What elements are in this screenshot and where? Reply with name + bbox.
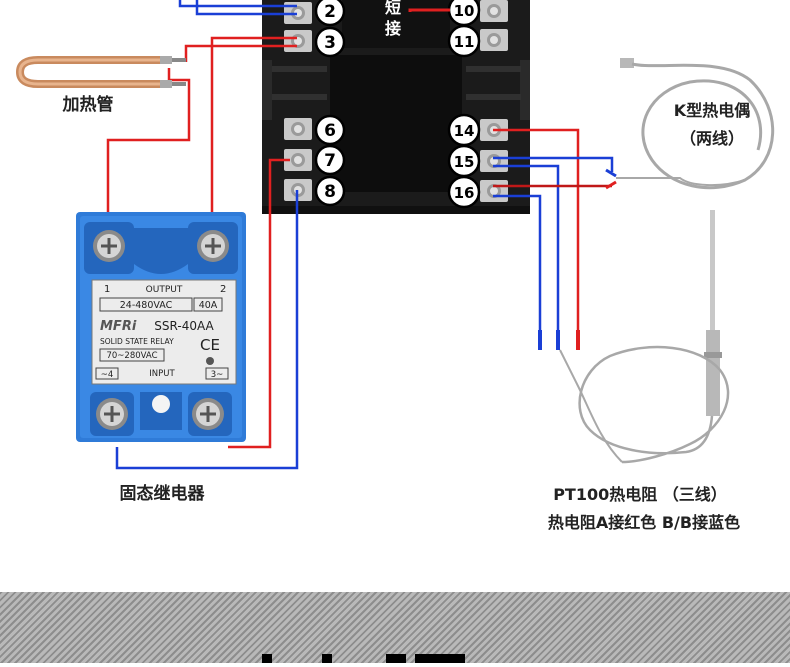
ssr-model: SSR-40AA <box>154 319 214 333</box>
terminal-badges-left: 2 3 6 7 8 <box>314 0 346 207</box>
ssr-led <box>206 357 214 365</box>
ssr-terminal-2: 2 <box>220 284 226 295</box>
bottom-banner <box>0 592 790 663</box>
terminal-6-label: 6 <box>324 121 336 141</box>
ssr-input-label: INPUT <box>149 369 175 379</box>
banner-glyph-fragments <box>262 654 465 663</box>
ssr-voltage-out: 24-480VAC <box>120 300 173 311</box>
pt100-label-1: PT100热电阻 （三线） <box>553 485 727 504</box>
wire-red-terminal-7 <box>228 158 290 449</box>
wire-blue-terminal-15 <box>493 156 614 172</box>
terminal-badges-right: 10 11 14 15 16 <box>447 0 481 209</box>
terminal-10-label: 10 <box>454 2 475 20</box>
ssr-terminal-3: 3~ <box>211 370 224 380</box>
thermocouple-label-2: （两线） <box>680 129 744 148</box>
thermocouple-label-1: K型热电偶 <box>674 101 750 120</box>
terminal-15-label: 15 <box>454 153 475 171</box>
wire-blue-terminal-8 <box>115 190 299 470</box>
ssr-brand: MFRi <box>100 319 137 334</box>
short-label-top: 短 <box>385 0 401 17</box>
terminal-8-label: 8 <box>324 182 336 202</box>
ssr-ce-mark: CE <box>200 336 220 354</box>
wire-red-terminal-3 <box>210 36 297 212</box>
ssr-output-label: OUTPUT <box>146 285 183 295</box>
short-label-bottom: 接 <box>385 19 401 38</box>
terminal-3-label: 3 <box>324 33 336 53</box>
wire-blue-terminal-2 <box>178 0 297 8</box>
terminal-7-label: 7 <box>324 151 336 171</box>
controller-right-terminals <box>480 0 508 202</box>
wire-red-terminal-14 <box>493 128 580 330</box>
pt100-label-2: 热电阻A接红色 B/B接蓝色 <box>548 513 740 532</box>
ssr-current: 40A <box>199 300 218 311</box>
wires <box>106 0 614 470</box>
ssr-type: SOLID STATE RELAY <box>100 337 174 346</box>
short-jumper-wire <box>408 8 450 12</box>
k-thermocouple <box>605 58 775 190</box>
ssr-terminal-1: 1 <box>104 284 110 295</box>
ssr-module: 1 OUTPUT 2 24-480VAC 40A MFRi SSR-40AA S… <box>76 212 246 442</box>
pt100-sensor <box>538 210 730 464</box>
terminal-2-label: 2 <box>324 2 336 22</box>
terminal-14-label: 14 <box>454 122 475 140</box>
heater-label: 加热管 <box>62 94 114 115</box>
terminal-16-label: 16 <box>454 184 475 202</box>
heater-element <box>15 56 186 88</box>
ssr-terminal-4: ~4 <box>101 370 114 380</box>
ssr-label: 固态继电器 <box>120 483 206 504</box>
terminal-11-label: 11 <box>454 33 475 51</box>
ssr-voltage-in: 70~280VAC <box>106 351 157 361</box>
